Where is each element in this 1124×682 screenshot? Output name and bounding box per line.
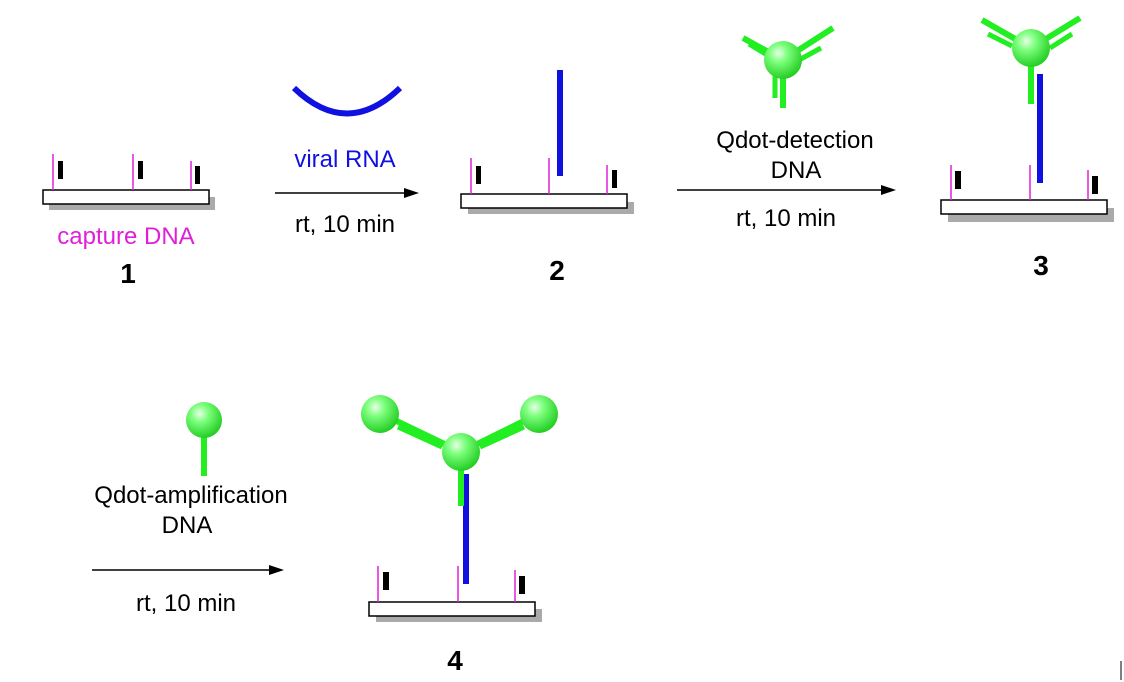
qdot-detection-probe <box>741 25 835 108</box>
capture-probe <box>377 566 389 602</box>
capture-probe <box>470 158 481 194</box>
viral-rna-label: viral RNA <box>294 146 395 173</box>
capture-probe <box>514 570 525 602</box>
condition-label-2: rt, 10 min <box>736 205 836 232</box>
compound-number-2: 2 <box>549 255 565 286</box>
qdot-sphere <box>442 433 480 471</box>
compound-number-3: 3 <box>1033 250 1049 281</box>
qdot-amplification-label: Qdot-amplification <box>94 482 287 509</box>
qdot-detection-probe <box>980 15 1082 104</box>
surface-3 <box>940 15 1114 222</box>
capture-dna-label: capture DNA <box>57 223 194 250</box>
surface-2 <box>460 70 634 214</box>
capture-probe <box>190 161 200 190</box>
condition-label-3: rt, 10 min <box>136 590 236 617</box>
qdot-amplified-complex <box>361 395 558 506</box>
qdot-sphere <box>1012 29 1050 67</box>
reaction-arrow-2 <box>677 185 896 195</box>
capture-probe <box>132 154 143 190</box>
qdot-amplification-label-dna: DNA <box>162 512 213 539</box>
reaction-arrow-3 <box>92 565 284 575</box>
qdot-sphere <box>361 395 399 433</box>
viral-rna-arc <box>291 85 403 117</box>
surface-1 <box>42 154 215 210</box>
qdot-detection-label-dna: DNA <box>771 157 822 184</box>
capture-probe <box>606 165 617 194</box>
reaction-arrow-1 <box>275 188 419 198</box>
qdot-sphere <box>764 41 802 79</box>
qdot-sphere <box>520 395 558 433</box>
qdot-sphere <box>186 402 222 438</box>
qdot-detection-label: Qdot-detection <box>716 127 873 154</box>
qdot-amplification-probe <box>186 402 222 476</box>
capture-probe <box>950 165 961 200</box>
surface-4 <box>361 395 558 622</box>
capture-probe <box>1087 170 1098 200</box>
compound-number-4: 4 <box>447 645 463 676</box>
capture-probe <box>52 154 63 190</box>
condition-label-1: rt, 10 min <box>295 211 395 238</box>
compound-number-1: 1 <box>120 258 136 289</box>
